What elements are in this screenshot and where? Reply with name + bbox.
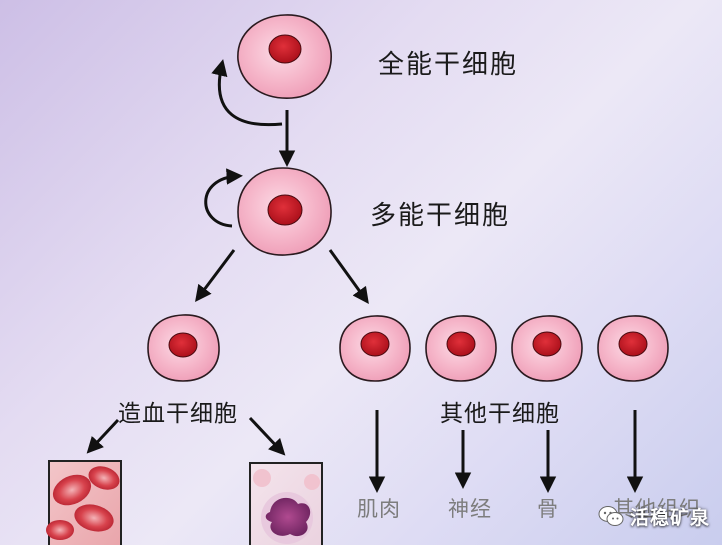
arrow-to-hematopoietic bbox=[195, 249, 236, 302]
label-muscle: 肌肉 bbox=[357, 497, 401, 521]
red-blood-cell-image bbox=[46, 460, 122, 545]
label-hematopoietic: 造血干细胞 bbox=[118, 401, 238, 427]
label-pluripotent: 多能干细胞 bbox=[370, 201, 511, 231]
label-nerve: 神经 bbox=[448, 497, 492, 521]
white-blood-cell-image bbox=[249, 462, 323, 545]
label-bone: 骨 bbox=[537, 497, 559, 521]
arrow-to-other-stem-cells bbox=[328, 249, 369, 305]
other-stem-cell-2 bbox=[425, 315, 497, 382]
label-other-stem-cells: 其他干细胞 bbox=[440, 401, 560, 427]
arrow-to-red-blood-cells bbox=[86, 418, 120, 454]
watermark-text: 活稳矿泉 bbox=[630, 506, 711, 529]
watermark: 活稳矿泉 bbox=[598, 502, 710, 530]
self-renewal-arrow-top bbox=[211, 59, 283, 127]
wechat-icon bbox=[598, 506, 624, 526]
label-totipotent: 全能干细胞 bbox=[378, 50, 519, 80]
totipotent-cell bbox=[237, 14, 332, 99]
self-renewal-arrow-middle bbox=[204, 168, 243, 228]
hematopoietic-cell bbox=[147, 314, 220, 382]
arrow-to-white-blood-cells bbox=[248, 416, 286, 456]
pluripotent-cell bbox=[237, 167, 332, 256]
other-stem-cell-4 bbox=[597, 315, 669, 382]
label-other-tissue: 其他组织 bbox=[613, 497, 701, 521]
other-stem-cell-3 bbox=[511, 315, 583, 382]
other-stem-cell-1 bbox=[339, 315, 411, 382]
